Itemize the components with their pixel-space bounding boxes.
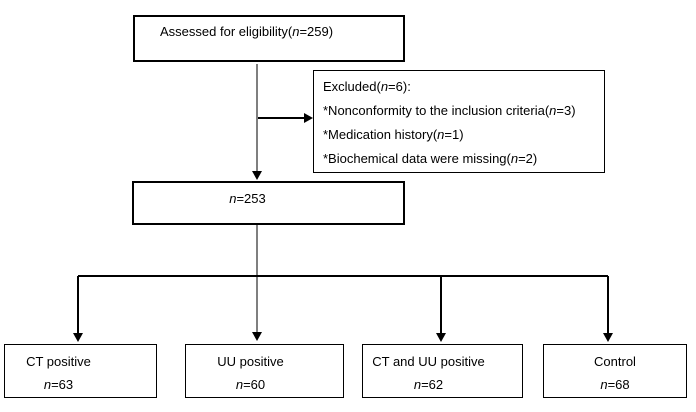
- excluded-title-n-symbol: n: [380, 79, 389, 94]
- connector-to-ct-uu-positive: [440, 276, 442, 333]
- assessed-text-before: Assessed for eligibility(: [160, 24, 293, 39]
- connector-to-control: [607, 276, 609, 333]
- connector-to-ct-positive: [77, 276, 79, 333]
- enrolled-count-text: n=253: [134, 191, 361, 206]
- excluded-title: Excluded(n=6):: [323, 75, 600, 99]
- excluded-box: Excluded(n=6): *Nonconformity to the inc…: [313, 70, 605, 173]
- excluded-item-1-after: =1): [444, 127, 464, 142]
- excluded-reason-medication-history: *Medication history(n=1): [323, 123, 600, 147]
- excluded-reason-missing-data: *Biochemical data were missing(n=2): [323, 147, 600, 171]
- group-n-symbol: n: [600, 377, 608, 392]
- group-n-symbol: n: [413, 377, 422, 392]
- arrowhead-down-icon: [252, 332, 262, 341]
- group-count: n=60: [186, 373, 315, 396]
- excluded-reason-nonconformity: *Nonconformity to the inclusion criteria…: [323, 99, 600, 123]
- group-count: n=62: [363, 373, 494, 396]
- arrowhead-down-icon: [252, 171, 262, 180]
- group-box-ct-and-uu-positive: CT and UU positive n=62: [362, 344, 523, 398]
- arrowhead-down-icon: [73, 333, 83, 342]
- arrowhead-right-icon: [304, 113, 313, 123]
- excluded-item-0-after: =3): [556, 103, 576, 118]
- arrowhead-down-icon: [603, 333, 613, 342]
- group-count-after: =68: [607, 377, 630, 392]
- excluded-item-1-before: *Medication history(: [323, 127, 438, 142]
- enrolled-count-after: =253: [236, 191, 266, 206]
- enrolled-n-symbol: n: [229, 191, 237, 206]
- assessed-n-symbol: n: [292, 24, 300, 39]
- group-box-uu-positive: UU positive n=60: [185, 344, 344, 398]
- excluded-item-0-n-symbol: n: [549, 103, 557, 118]
- group-count-after: =60: [243, 377, 266, 392]
- excluded-item-1-n-symbol: n: [437, 127, 445, 142]
- group-label: UU positive: [217, 354, 284, 369]
- connector-enrolled-to-groups: [256, 225, 258, 332]
- arrowhead-down-icon: [436, 333, 446, 342]
- excluded-title-before: Excluded(: [323, 79, 381, 94]
- assessed-eligibility-text: Assessed for eligibility(n=259): [160, 24, 403, 39]
- assessed-eligibility-box: Assessed for eligibility(n=259): [133, 15, 405, 62]
- group-count: n=68: [544, 373, 686, 396]
- group-count-after: =62: [421, 377, 444, 392]
- enrolled-box: n=253: [132, 181, 405, 225]
- excluded-title-after: =6):: [388, 79, 411, 94]
- group-count: n=63: [5, 373, 112, 396]
- excluded-item-2-before: *Biochemical data were missing(: [323, 151, 511, 166]
- group-box-ct-positive: CT positive n=63: [4, 344, 157, 398]
- group-label: Control: [594, 354, 636, 369]
- connector-to-excluded: [258, 117, 304, 119]
- group-label: CT positive: [26, 354, 91, 369]
- group-n-symbol: n: [43, 377, 52, 392]
- group-box-control: Control n=68: [543, 344, 687, 398]
- group-count-after: =63: [51, 377, 74, 392]
- group-label: CT and UU positive: [372, 354, 485, 369]
- assessed-text-after: =259): [299, 24, 334, 39]
- group-n-symbol: n: [235, 377, 244, 392]
- excluded-item-2-after: =2): [518, 151, 538, 166]
- excluded-item-0-before: *Nonconformity to the inclusion criteria…: [323, 103, 550, 118]
- connector-assessed-to-enrolled: [256, 64, 258, 171]
- excluded-item-2-n-symbol: n: [510, 151, 519, 166]
- distribution-line: [78, 275, 608, 277]
